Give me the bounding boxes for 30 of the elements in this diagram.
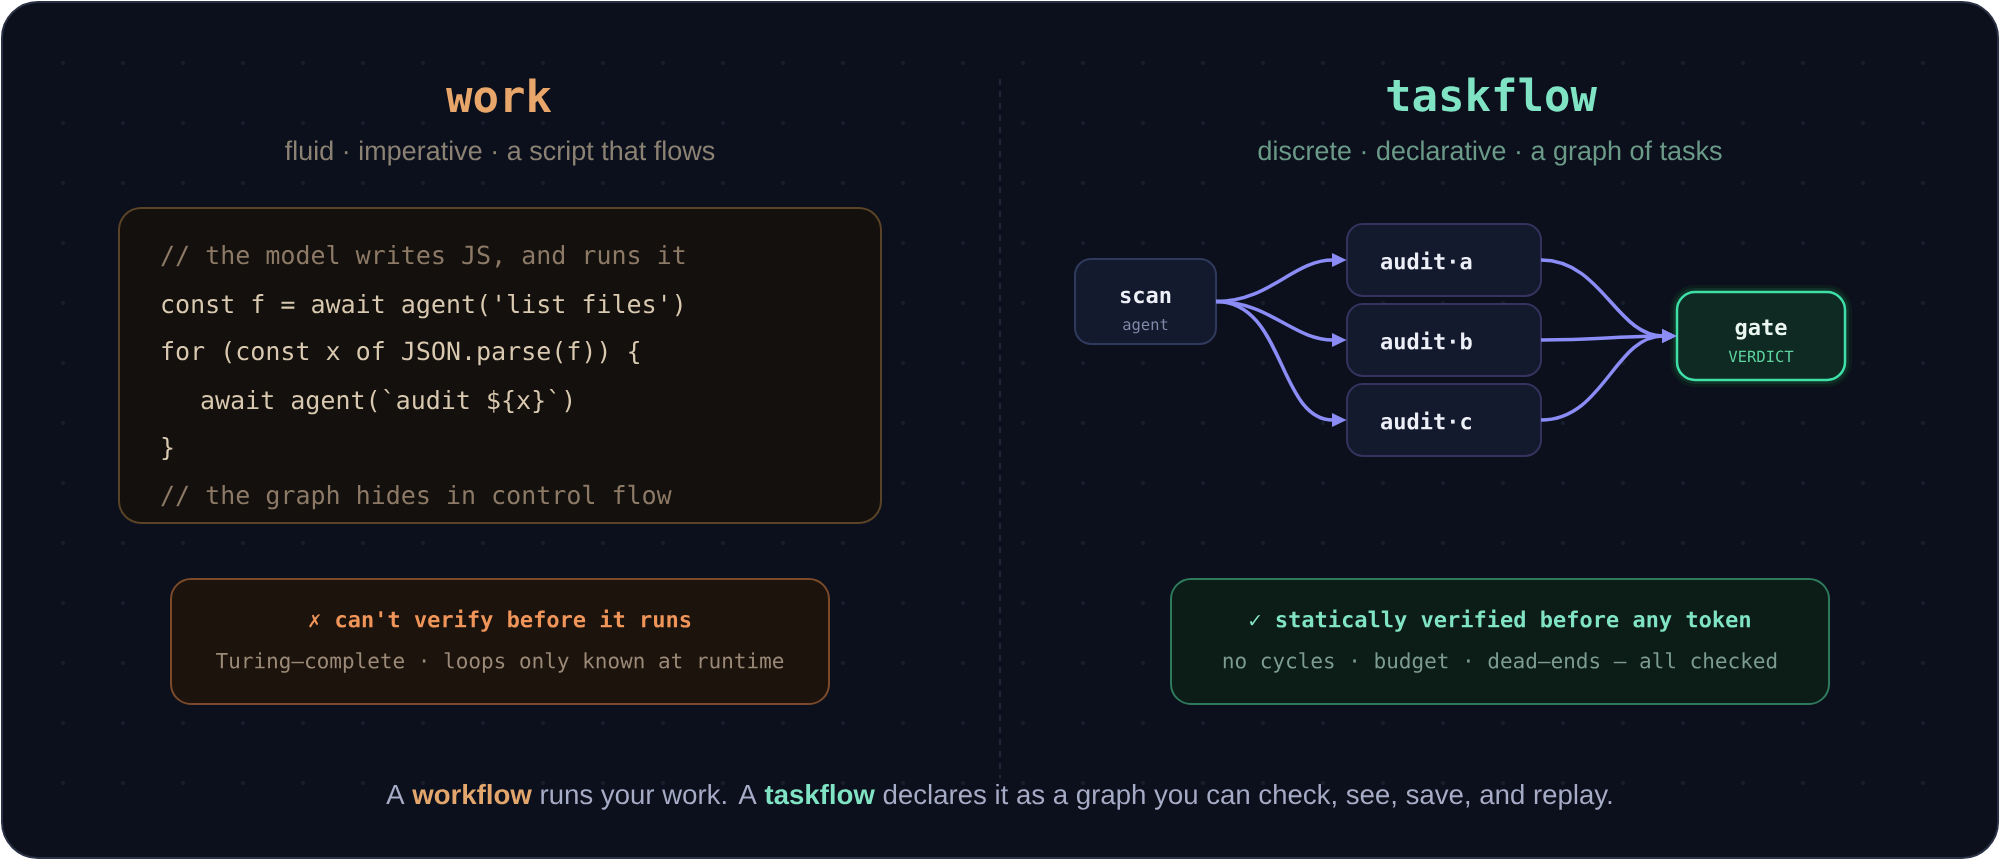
check-note: no cycles · budget · dead–ends — all checked [1223,652,1777,673]
code-line: for (const x of JSON.parse(f)) { [162,341,639,366]
warning-box [170,578,830,705]
column-subtitle: discrete · declarative · a graph of tasks [1258,140,1722,166]
task-box [1346,303,1542,377]
check-heading: ✓ statically verified before any token [1250,609,1750,632]
warning-note: Turing–complete · loops only known at runtime [216,652,784,673]
task-label: scan [1120,290,1171,304]
column-heading: work [446,78,552,113]
gate-box [1670,285,1852,387]
code-comment: // the graph hides in control flow [161,484,672,510]
task-box [1346,383,1542,457]
task-label: audit·c [1381,411,1471,430]
task-box [1074,258,1217,345]
task-box [1346,223,1542,297]
task-label: audit·a [1381,251,1472,270]
task-sublabel: agent [1123,319,1168,334]
task-label: gate [1735,319,1787,340]
code-line: await agent(`audit ${x}`) [201,389,572,415]
caption: A workflow runs your work. A taskflow declares it as a graph you can check, see, save, and replay. [386,784,1612,810]
code-comment: // the model writes JS, and runs it [161,244,685,268]
task-label: audit·b [1381,331,1472,350]
check-box [1170,578,1830,705]
warning-heading: ✗ can't verify before it runs [309,609,691,632]
column-subtitle: fluid · imperative · a script that flows [285,140,715,166]
code-line: } [162,437,173,461]
column-heading: taskflow [1387,77,1597,112]
code-line: const f = await agent('list files') [162,293,682,319]
code-box [118,207,882,524]
task-sublabel: VERDICT [1728,350,1794,363]
